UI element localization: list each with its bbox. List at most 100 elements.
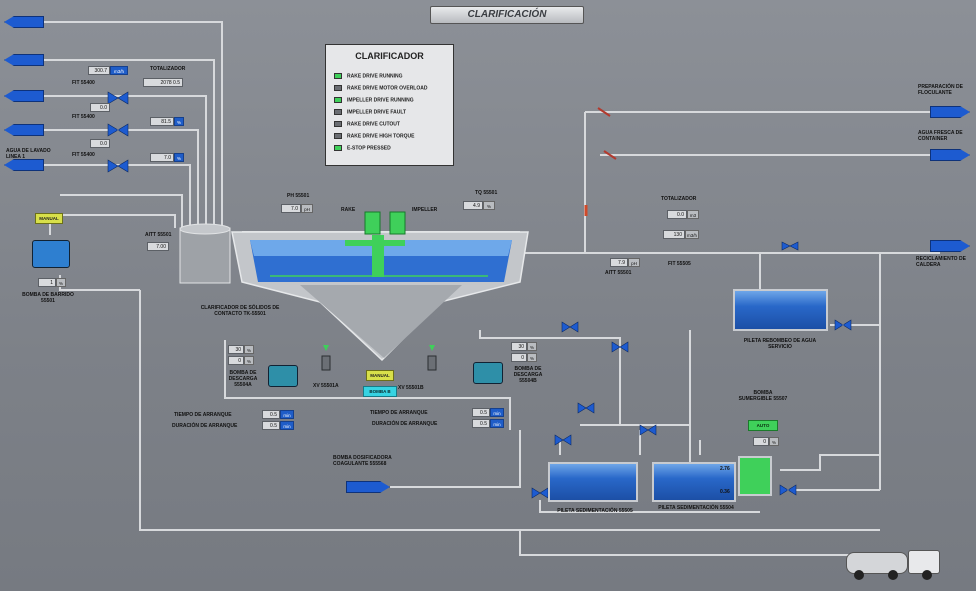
totalizador-right-u1: m3 (687, 210, 699, 219)
submersible-pump-icon[interactable] (738, 456, 772, 496)
desc-right-pump-icon[interactable] (473, 362, 503, 384)
legend-item-rake-torque: RAKE DRIVE HIGH TORQUE (334, 133, 414, 139)
status-led-icon (334, 85, 342, 91)
legend-item-rake-running: RAKE DRIVE RUNNING (334, 73, 403, 79)
tiempo-left-arranque-label: TIEMPO DE ARRANQUE (174, 412, 232, 418)
aitt-mid-value: 7.9 (610, 258, 628, 267)
tiempo-left-arranque-val[interactable]: 0.5 (262, 410, 280, 419)
tiempo-right-arranque-label: TIEMPO DE ARRANQUE (370, 410, 428, 416)
desc-left-label: BOMBA DE DESCARGA 55504A (228, 370, 258, 388)
status-led-icon (334, 133, 342, 139)
desc-right-v2: 0 (511, 353, 527, 362)
bomba-sumergible-label: BOMBA SUMERGIBLE 55507 (738, 390, 788, 402)
pct1-value: 81.5 (150, 117, 174, 126)
rake-label: RAKE (341, 207, 356, 213)
desc-left-v1: 30 (228, 345, 244, 354)
output-arrow-caldera[interactable] (930, 240, 970, 252)
desc-left-v2: 0 (228, 356, 244, 365)
desc-right-u2: % (527, 353, 537, 362)
aitt-mid-unit: pH (628, 258, 640, 267)
tq-unit: % (483, 201, 495, 210)
legend-item-estop: E-STOP PRESSED (334, 145, 391, 151)
dosificadora-arrow[interactable] (346, 481, 390, 493)
xv-left-label: XV 55501A (313, 383, 339, 389)
tiempo-right-arranque-unit: min (490, 408, 504, 417)
xv-right-label: XV 55501B (398, 385, 424, 391)
pct2-unit: % (174, 153, 184, 162)
center-bomba-button[interactable]: BOMBA B (363, 386, 397, 397)
status-led-icon (334, 121, 342, 127)
output-arrow-agua-fresca[interactable] (930, 149, 970, 161)
agua-lavado-label: AGUA DE LAVADO LINEA 1 (6, 148, 51, 160)
desc-left-u1: % (244, 345, 254, 354)
desc-left-u2: % (244, 356, 254, 365)
clarificador-label: CLARIFICADOR DE SÓLIDOS DE CONTACTO TK-5… (200, 305, 280, 317)
pileta-rebombeo-label: PILETA REBOMBEO DE AGUA SERVICIO (743, 338, 817, 350)
tiempo-right-duracion-val[interactable]: 0.5 (472, 419, 490, 428)
aitt-mid-label: AITT 55501 (605, 270, 632, 276)
clarificador-legend: CLARIFICADOR RAKE DRIVE RUNNING RAKE DRI… (325, 44, 454, 166)
bomba-sumergible-mode-button[interactable]: AUTO (748, 420, 778, 431)
bomba-sumergible-unit: % (769, 437, 779, 446)
bomba-dosificadora-label: BOMBA DOSIFICADORA COAGULANTE 555568 (333, 455, 392, 467)
input-arrow-5[interactable] (4, 159, 44, 171)
output-arrow-floculante[interactable] (930, 106, 970, 118)
input-arrow-3[interactable] (4, 90, 44, 102)
level-lo: 0.36 (720, 489, 730, 495)
pileta-rebombeo-tank (733, 289, 828, 331)
impeller-label: IMPELLER (412, 207, 438, 213)
barrido-mode-button[interactable]: MANUAL (35, 213, 63, 224)
pct1-unit: % (174, 117, 184, 126)
tiempo-left-duracion-val[interactable]: 0.5 (262, 421, 280, 430)
status-led-icon (334, 97, 342, 103)
input-arrow-2[interactable] (4, 54, 44, 66)
ph-label: PH 55501 (287, 193, 310, 199)
ph-value: 7.0 (281, 204, 301, 213)
status-led-icon (334, 109, 342, 115)
pileta-sed-a-tank (548, 462, 638, 502)
input-arrow-1[interactable] (4, 16, 44, 28)
totalizador-right-u2: m3/h (685, 230, 699, 239)
input-arrow-4[interactable] (4, 124, 44, 136)
tiempo-left-duracion-label: DURACIÓN DE ARRANQUE (172, 423, 238, 429)
totalizador-right-v2: 130 (663, 230, 685, 239)
fit2-value: 0.0 (90, 139, 110, 148)
aitt-label: AITT 55501 (145, 232, 172, 238)
legend-title: CLARIFICADOR (355, 51, 424, 61)
pileta-sed-b-tank (652, 462, 736, 502)
aitt-value: 7.00 (147, 242, 169, 251)
fit1-label: FIT 55400 (72, 80, 95, 86)
totalizador-label: TOTALIZADOR (150, 66, 186, 72)
status-led-icon (334, 145, 342, 151)
bomba-sumergible-value: 0 (753, 437, 769, 446)
barrido-label: BOMBA DE BARRIDO 55501 (22, 292, 74, 304)
tiempo-left-duracion-unit: min (280, 421, 294, 430)
desc-right-label: BOMBA DE DESCARGA 55504B (513, 366, 543, 384)
desc-left-pump-icon[interactable] (268, 365, 298, 387)
desc-right-u1: % (527, 342, 537, 351)
ph-unit: pH (301, 204, 313, 213)
totalizador-value: 2078 0.5 (143, 78, 183, 87)
tiempo-right-duracion-unit: min (490, 419, 504, 428)
totalizador-right-v1: 0.0 (667, 210, 687, 219)
legend-item-impeller-running: IMPELLER DRIVE RUNNING (334, 97, 414, 103)
barrido-unit: % (56, 278, 66, 287)
title-banner: CLARIFICACIÓN (430, 6, 584, 24)
legend-item-rake-overload: RAKE DRIVE MOTOR OVERLOAD (334, 85, 427, 91)
tanker-truck-icon (846, 548, 942, 580)
output-label-agua-fresca: AGUA FRESCA DE CONTAINER (918, 130, 963, 142)
status-led-icon (334, 73, 342, 79)
tiempo-right-arranque-val[interactable]: 0.5 (472, 408, 490, 417)
pileta-sed-b-label: PILETA SEDIMENTACIÓN 55504 (658, 505, 734, 511)
fit-mid-label: FIT 55505 (668, 261, 691, 267)
center-manual-button[interactable]: MANUAL (366, 370, 394, 381)
tq-label: TQ 55501 (475, 190, 498, 196)
desc-right-v1: 30 (511, 342, 527, 351)
tq-value: 4.9 (463, 201, 483, 210)
fit2-label: FIT 55400 (72, 114, 95, 120)
tiempo-left-arranque-unit: min (280, 410, 294, 419)
flow-value-1: 300.7 (88, 66, 110, 75)
flow-unit-1: m3/h (110, 66, 128, 75)
